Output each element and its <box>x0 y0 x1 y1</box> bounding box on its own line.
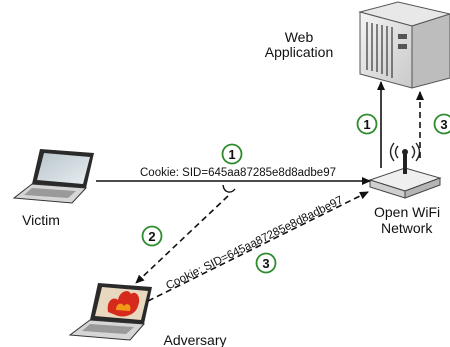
adversary-cookie-label: Cookie: SID=645aa87285e8d8adbe97 <box>164 194 345 292</box>
adversary-to-network-arrow <box>147 191 369 302</box>
step-1-victim-badge: 1 <box>221 143 243 165</box>
web-app-label-line2: Application <box>265 44 334 60</box>
step-3-webapp-badge: 3 <box>433 113 450 135</box>
sniff-tap-icon <box>222 184 236 193</box>
victim-label: Victim <box>22 212 60 228</box>
adversary-laptop-icon <box>68 283 152 341</box>
web-server-icon <box>358 1 450 89</box>
sniff-to-adversary-arrow <box>135 195 229 284</box>
step-2-badge: 2 <box>141 225 163 247</box>
network-label-line2: Network <box>381 220 433 236</box>
step-3-webapp-number: 3 <box>440 117 447 132</box>
step-1-webapp-badge: 1 <box>356 113 378 135</box>
victim-laptop-icon <box>12 149 94 204</box>
step-1-victim-number: 1 <box>228 147 235 162</box>
victim-cookie-label: Cookie: SID=645aa87285e8d8adbe97 <box>140 167 336 179</box>
network-label-line1: Open WiFi <box>374 204 440 220</box>
web-app-label-line1: Web <box>285 29 314 45</box>
step-2-number: 2 <box>148 229 155 244</box>
step-1-webapp-number: 1 <box>363 117 370 132</box>
adversary-label: Adversary <box>163 332 226 347</box>
step-3-adversary-badge: 3 <box>255 252 277 274</box>
wifi-router-icon <box>368 142 442 199</box>
step-3-adversary-number: 3 <box>262 256 269 271</box>
